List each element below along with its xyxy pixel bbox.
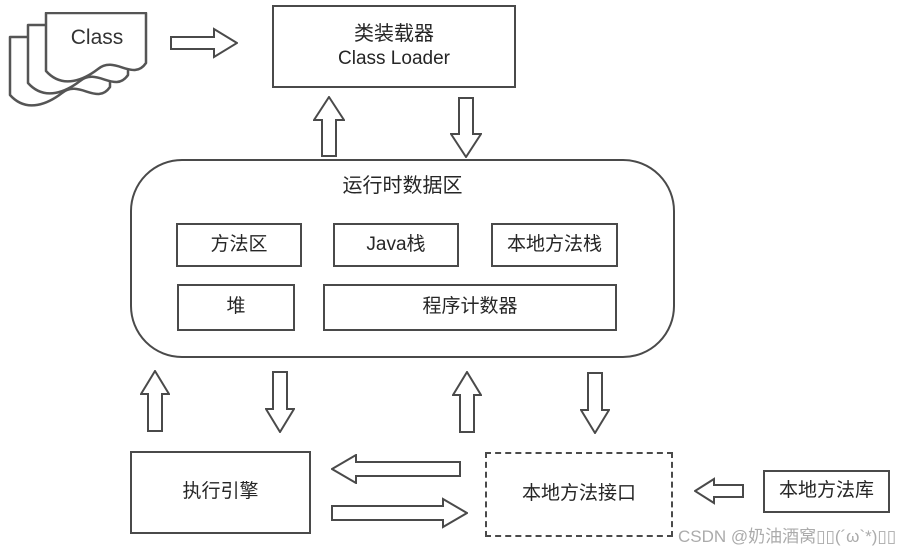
class-loader-node: 类装载器 Class Loader bbox=[272, 5, 516, 88]
class-files-icon bbox=[8, 12, 148, 107]
arrow-engine-to-interface-icon bbox=[331, 497, 468, 529]
method-area-node: 方法区 bbox=[176, 223, 302, 267]
class-loader-title-zh: 类装载器 bbox=[354, 23, 434, 46]
arrow-runtime-to-interface-icon bbox=[580, 372, 610, 434]
native-method-library-node: 本地方法库 bbox=[763, 470, 890, 513]
arrow-runtime-to-engine-icon bbox=[265, 371, 295, 433]
java-stack-node: Java栈 bbox=[333, 223, 459, 267]
arrow-interface-to-runtime-icon bbox=[452, 371, 482, 433]
runtime-data-area-node: 运行时数据区 方法区 Java栈 本地方法栈 堆 程序计数器 bbox=[130, 159, 675, 358]
program-counter-node: 程序计数器 bbox=[323, 284, 617, 331]
arrow-interface-to-engine-icon bbox=[331, 454, 461, 484]
native-method-stack-node: 本地方法栈 bbox=[491, 223, 618, 267]
class-files-label: Class bbox=[70, 26, 124, 49]
class-loader-title-en: Class Loader bbox=[338, 48, 450, 70]
execution-engine-node: 执行引擎 bbox=[130, 451, 311, 534]
arrow-runtime-to-classloader-icon bbox=[313, 96, 345, 157]
arrow-library-to-interface-icon bbox=[694, 477, 744, 505]
arrow-classloader-to-runtime-icon bbox=[450, 97, 482, 158]
arrow-classfiles-to-classloader-icon bbox=[170, 27, 238, 59]
native-method-interface-node: 本地方法接口 bbox=[485, 452, 673, 537]
runtime-data-area-title: 运行时数据区 bbox=[342, 175, 463, 197]
arrow-engine-to-runtime-icon bbox=[140, 370, 170, 432]
csdn-watermark: CSDN @奶油酒窝▯▯(´ω`*)▯▯ bbox=[678, 527, 897, 546]
heap-node: 堆 bbox=[177, 284, 295, 331]
